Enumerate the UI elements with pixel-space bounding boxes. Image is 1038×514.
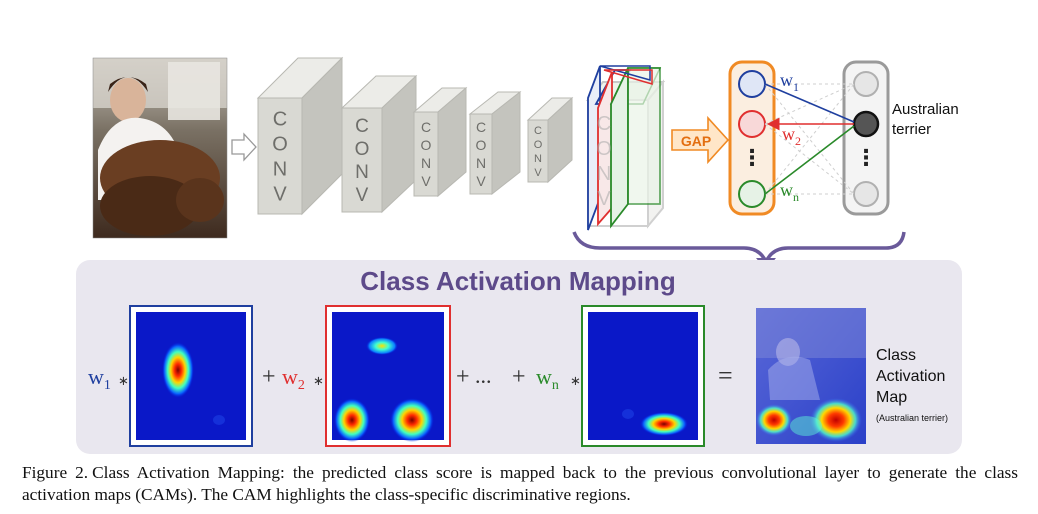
svg-text:Class: Class xyxy=(876,347,916,364)
conv-letter: V xyxy=(534,167,542,179)
cam-panel: Class Activation Mapping w1 ∗ + w2 ∗ + .… xyxy=(76,260,962,454)
conv-letter: V xyxy=(356,185,369,206)
weight-label-n: wn xyxy=(780,180,799,204)
conv-letter: C xyxy=(421,119,431,135)
output-node-active xyxy=(852,110,880,138)
input-photo xyxy=(92,57,228,239)
conv-letter: V xyxy=(273,184,287,206)
cam-result-overlay xyxy=(756,308,866,444)
cam-term-2-weight: w2 xyxy=(282,364,305,393)
cam-term-n-weight: wn xyxy=(536,364,559,393)
svg-text:N: N xyxy=(597,163,611,185)
weight-label-1: w1 xyxy=(780,70,799,94)
gap-node-2 xyxy=(738,110,766,138)
svg-text:Australian: Australian xyxy=(892,101,959,118)
last-conv-feature-maps: C O N V xyxy=(585,65,666,231)
svg-text:+: + xyxy=(512,364,526,390)
conv-letter: N xyxy=(355,162,369,183)
gap-node-ellipsis: ⋮ xyxy=(741,146,763,171)
svg-text:∗: ∗ xyxy=(313,374,324,389)
weight-connections xyxy=(764,83,855,195)
svg-text:Map: Map xyxy=(876,389,907,406)
conv-letter: C xyxy=(534,125,542,137)
svg-text:=: = xyxy=(718,361,733,390)
weight-labels: w1 w2 wn xyxy=(780,70,801,204)
svg-text:C: C xyxy=(597,113,611,135)
conv-letter: N xyxy=(476,155,486,171)
figure-caption: Figure 2.Class Activation Mapping: the p… xyxy=(22,462,1018,506)
svg-text:⋮: ⋮ xyxy=(855,146,877,171)
figure-number: Figure 2. xyxy=(22,463,89,482)
conv-letter: N xyxy=(421,155,431,171)
output-class-label: Australian terrier xyxy=(892,101,959,138)
svg-text:∗: ∗ xyxy=(570,374,581,389)
gap-node-1 xyxy=(738,70,766,98)
input-arrow xyxy=(231,132,257,162)
svg-text:+: + xyxy=(456,364,470,390)
svg-text:V: V xyxy=(597,188,611,210)
caption-text: Class Activation Mapping: the predicted … xyxy=(22,463,1018,504)
conv-letter: O xyxy=(534,139,543,151)
conv-letter: C xyxy=(476,119,486,135)
svg-text:(Australian terrier): (Australian terrier) xyxy=(876,413,948,423)
conv-letter: O xyxy=(421,137,432,153)
gap-node-n xyxy=(738,180,766,208)
conv-letter: C xyxy=(273,109,287,131)
cam-term-1-weight: w1 xyxy=(88,364,111,393)
cam-map-2 xyxy=(325,305,451,447)
weight-label-2: w2 xyxy=(782,124,801,148)
gap-vector: ⋮ xyxy=(728,60,776,216)
svg-text:∗: ∗ xyxy=(118,374,129,389)
conv-letter: O xyxy=(272,134,288,156)
cam-map-1 xyxy=(129,305,253,447)
cam-map-n xyxy=(581,305,705,447)
svg-text:...: ... xyxy=(475,363,492,388)
conv-letter: N xyxy=(534,153,542,165)
cam-result-label: Class Activation Map (Australian terrier… xyxy=(876,347,948,423)
conv-letter: V xyxy=(421,173,431,189)
conv-letter: N xyxy=(273,159,287,181)
cam-panel-title: Class Activation Mapping xyxy=(360,266,675,296)
conv-letter: C xyxy=(355,116,369,137)
svg-text:terrier: terrier xyxy=(892,121,931,138)
output-layer: ⋮ xyxy=(842,60,890,216)
conv-letter: O xyxy=(355,139,370,160)
svg-text:Activation: Activation xyxy=(876,368,945,385)
svg-text:O: O xyxy=(596,138,612,160)
conv-letter: V xyxy=(476,173,486,189)
conv-letter: O xyxy=(476,137,487,153)
svg-text:+: + xyxy=(262,364,276,390)
gap-label: GAP xyxy=(681,133,711,149)
gap-arrow: GAP xyxy=(671,115,730,165)
